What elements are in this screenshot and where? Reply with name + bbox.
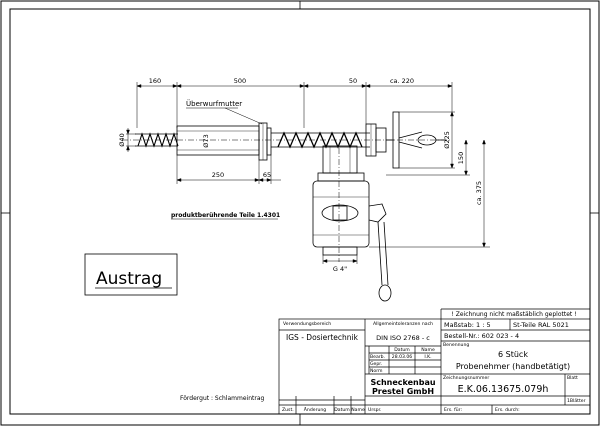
tb-aenderung: Änderung [304,406,327,413]
tb-ers-fuer: Ers. für: [444,407,462,413]
tb-benennung-label: Benennung [443,342,469,348]
dim-160: 160 [149,77,161,85]
austrag-frame [84,253,178,296]
left-auger-flights [135,132,179,148]
tb-row-norm: Norm [370,368,383,374]
dim-65: 65 [263,171,271,179]
dim-phi40: Ø40 [118,133,126,146]
tb-blatt-label: Blatt [567,375,578,381]
tb-zust: Zust. [282,407,294,413]
tb-datum: Datum [334,407,350,413]
tb-foerdergut: Fördergut : Schlammeintrag [180,395,265,402]
dim-phi225: Ø225 [443,131,451,149]
tb-ers-durch: Ers. durch: [495,407,520,413]
note-produktberuehrend: produktberührende Teile 1.4301 [171,212,280,219]
tb-allg-tol-value: DIN ISO 2768 - c [376,334,430,342]
tb-zeichnungsnr-label: Zeichnungsnummer [443,375,489,381]
tb-verwendung-label: Verwendungsbereich [283,321,331,327]
tb-bearb-datum: 28.03.06 [392,354,413,360]
austrag-label: Austrag [96,269,162,289]
valve-lever [368,203,392,302]
tb-allg-tol-label: Allgemeintoleranzen nach [373,321,433,327]
dim-phi73: Ø73 [202,134,210,147]
tb-bestell: Bestell-Nr.: 602 023 - 4 [444,332,519,340]
tb-bearb-name: I.K. [424,354,431,360]
dim-250: 250 [212,171,224,179]
tb-col-name: Name [421,347,435,353]
dim-ca375: ca. 375 [475,181,483,205]
handwheel [386,111,446,169]
dim-g4: G 4" [333,265,347,273]
tb-benennung-line1: 6 Stück [498,350,528,359]
tb-verwendung-value: IGS - Dosiertechnik [286,333,359,342]
note-ueberwurfmutter: Überwurfmutter [186,99,242,108]
tb-col-datum: Datum [394,347,410,353]
tb-benennung-line2: Probenehmer (handbetätigt) [456,362,570,371]
tb-company-line1: Schneckenbau [370,378,435,387]
housing-body [322,145,358,174]
tb-zeichnungsnr-value: E.K.06.13675.079h [458,384,549,395]
valve-housing [312,172,370,256]
tb-blatt-value: 1Blätter [567,398,586,404]
dim-50: 50 [349,77,357,85]
sampler-drawing [122,82,490,302]
dim-150: 150 [457,152,465,164]
dim-500: 500 [234,77,246,85]
dimension-lines [126,82,490,264]
tb-header-note: ! Zeichnung nicht maßstäblich geplottet … [451,311,576,318]
tb-massstab: Maßstab: 1 : 5 [444,321,491,329]
tb-company-line2: Prestel GmbH [372,387,434,396]
tb-st-teile: St-Teile RAL 5021 [513,321,569,329]
tb-row-gepr: Gepr. [370,361,382,367]
inner-tube [176,125,260,156]
title-block [278,308,591,415]
union-nut [258,122,272,161]
dim-ca220: ca. 220 [390,77,414,85]
outer-tube-auger [271,131,370,149]
tb-urspr: Urspr. [368,407,382,413]
union-nut-leader [224,107,263,125]
tb-name: Name [351,407,365,413]
tb-row-bearb: Bearb. [370,354,385,360]
